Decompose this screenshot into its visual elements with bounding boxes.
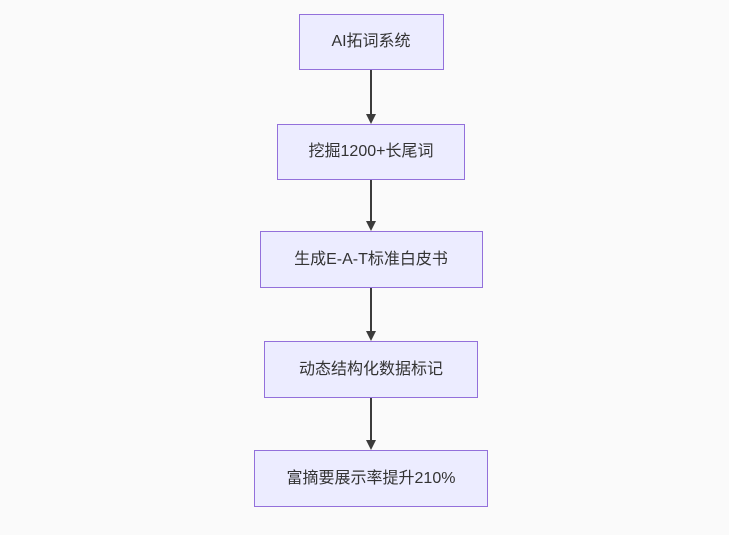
arrow-line	[370, 70, 372, 114]
flow-node-5-label: 富摘要展示率提升210%	[286, 469, 456, 487]
arrow-down-icon	[366, 440, 376, 450]
flow-node-1: AI拓词系统	[298, 14, 444, 70]
flow-node-2: 挖掘1200+长尾词	[277, 124, 465, 180]
arrow-down-icon	[366, 221, 376, 231]
flow-node-5: 富摘要展示率提升210%	[254, 450, 488, 507]
flow-arrow-2	[366, 180, 376, 231]
flow-node-3-label: 生成E-A-T标准白皮书	[294, 250, 448, 268]
flowchart: AI拓词系统 挖掘1200+长尾词 生成E-A-T标准白皮书 动态结构化数据标记	[254, 14, 488, 507]
flow-arrow-4	[366, 398, 376, 450]
flow-arrow-1	[366, 70, 376, 124]
flow-node-4: 动态结构化数据标记	[264, 341, 478, 398]
arrow-down-icon	[366, 114, 376, 124]
flow-node-4-label: 动态结构化数据标记	[298, 360, 443, 378]
arrow-down-icon	[366, 331, 376, 341]
arrow-line	[370, 288, 372, 331]
flow-node-2-label: 挖掘1200+长尾词	[308, 143, 434, 160]
flow-node-3: 生成E-A-T标准白皮书	[259, 231, 483, 288]
flow-arrow-3	[366, 288, 376, 341]
arrow-line	[370, 180, 372, 221]
arrow-line	[370, 398, 372, 440]
flow-node-1-label: AI拓词系统	[331, 33, 411, 50]
